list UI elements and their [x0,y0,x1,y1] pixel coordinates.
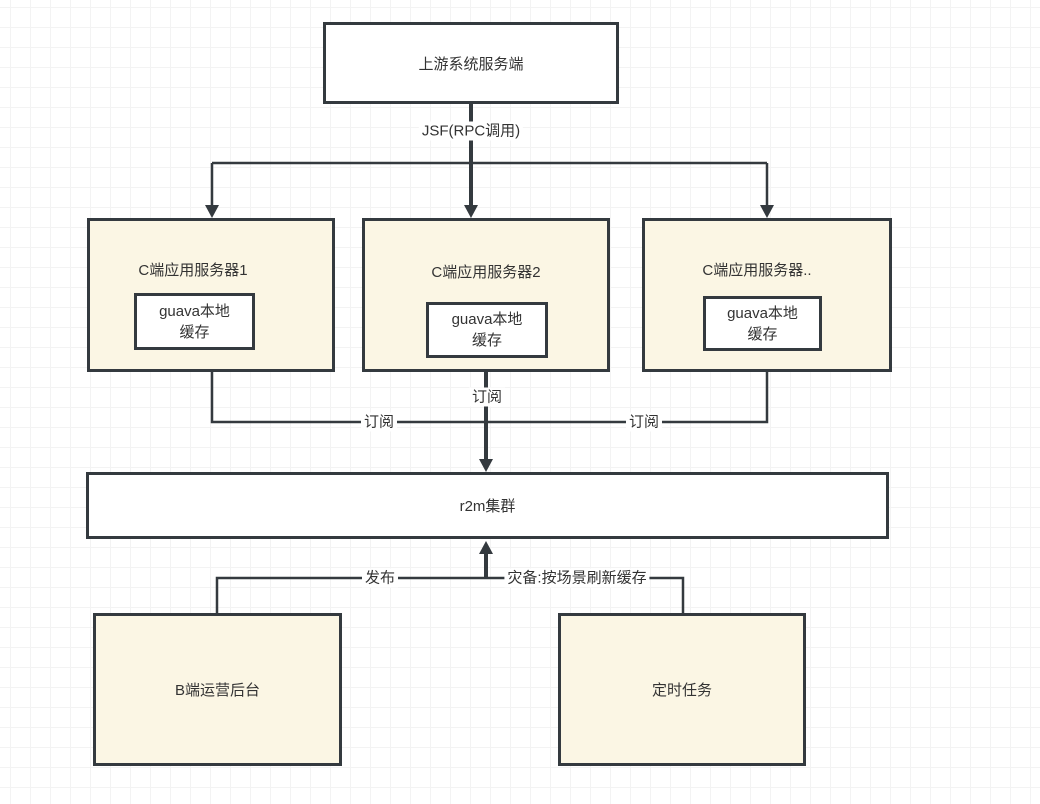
node-admin-label: B端运营后台 [174,682,260,699]
edge-subscribe-bar [210,372,769,424]
node-upstream: 上游系统服务端 [323,22,619,104]
node-admin: B端运营后台 [93,613,342,766]
node-server1: C端应用服务器1 guava本地 缓存 [87,218,335,372]
node-server3-cache: guava本地 缓存 [703,296,822,351]
node-cron: 定时任务 [558,613,806,766]
node-cron-label: 定时任务 [651,682,712,699]
node-r2m: r2m集群 [86,472,889,539]
edge-label-subscribe-center: 订阅 [468,387,506,407]
edge-label-subscribe-left: 订阅 [360,412,398,432]
node-upstream-label: 上游系统服务端 [418,55,524,73]
arrowhead-server3 [760,205,774,218]
node-server1-cache: guava本地 缓存 [134,293,255,350]
node-server2-cache: guava本地 缓存 [426,302,548,358]
node-server3-label: C端应用服务器.. [702,262,812,279]
node-server3: C端应用服务器.. guava本地 缓存 [642,218,892,372]
edge-admin-cron-bar [215,576,685,613]
edge-label-publish: 发布 [361,568,399,588]
node-r2m-label: r2m集群 [459,498,516,515]
edge-label-subscribe-right: 订阅 [625,412,663,432]
arrowhead-server1 [205,205,219,218]
edge-label-rpc: JSF(RPC调用) [418,121,524,141]
node-server1-label: C端应用服务器1 [138,262,248,279]
arrowhead-server2 [464,205,478,218]
edge-label-disaster-recovery: 灾备:按场景刷新缓存 [504,568,650,588]
arrowhead-r2m-top [479,459,493,472]
node-server2: C端应用服务器2 guava本地 缓存 [362,218,610,372]
arrowhead-r2m-bottom [479,541,493,554]
node-server2-label: C端应用服务器2 [431,264,541,281]
